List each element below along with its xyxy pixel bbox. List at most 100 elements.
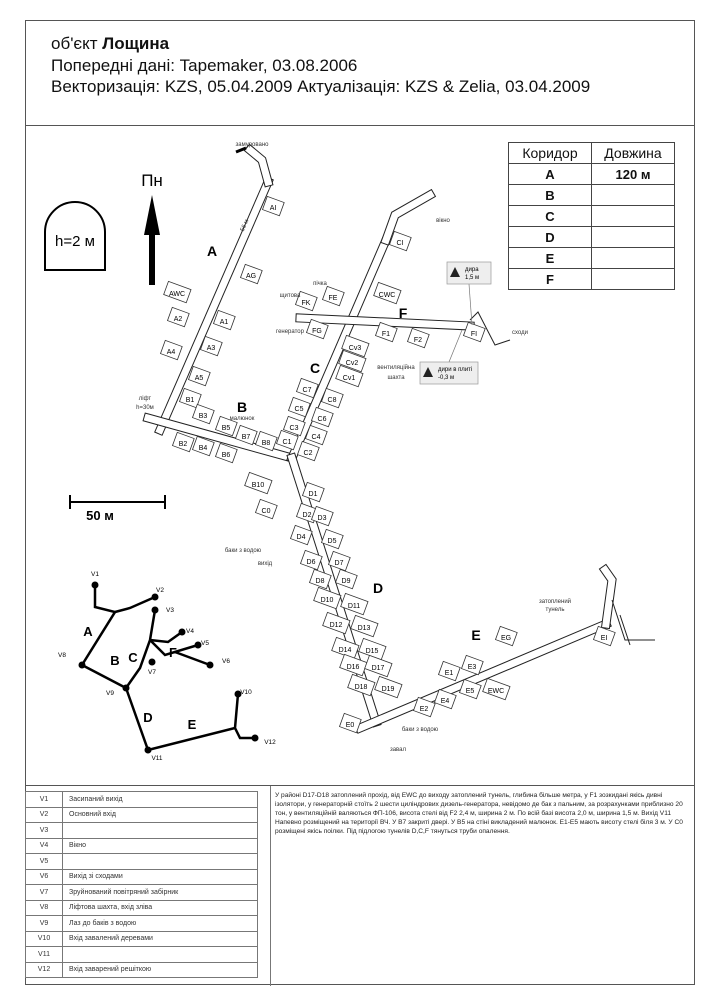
room-f2: F2	[406, 327, 430, 349]
legend-row: V5	[25, 853, 258, 870]
stairs-e	[611, 599, 655, 646]
legend-key: V5	[25, 853, 63, 870]
room-d9: D9	[334, 568, 358, 590]
room-fe: FE	[321, 285, 345, 307]
vertex-label: V3	[166, 607, 174, 614]
legend-value: Ліфтова шахта, вхід зліва	[62, 899, 258, 916]
room-fi: FI	[462, 321, 486, 343]
legend-row: V3	[25, 822, 258, 839]
room-label: E0	[346, 722, 355, 729]
legend-value: Вихід зі сходами	[62, 868, 258, 885]
length-cell	[591, 268, 675, 290]
vertex-label: V9	[106, 690, 114, 697]
room-d12: D12	[322, 611, 351, 635]
room-e1: E1	[437, 660, 461, 682]
corridor-letter-e: E	[471, 627, 480, 643]
room-d14: D14	[331, 636, 360, 660]
vertex-v5	[194, 641, 202, 649]
schematic-edge	[124, 609, 157, 689]
room-label: F1	[382, 331, 390, 338]
vectorization-info: Векторизація: KZS, 05.04.2009 Актуалізац…	[51, 77, 591, 96]
corridor-letter-c: C	[310, 360, 320, 376]
legend-value: Засипаний вихід	[62, 791, 258, 808]
room-c4: C4	[304, 424, 328, 446]
room-label: B8	[262, 440, 271, 447]
map-annotation: пічка	[313, 281, 327, 287]
room-c3: C3	[282, 415, 306, 437]
room-label: D5	[328, 538, 337, 545]
room-label: A2	[174, 316, 183, 323]
room-b5: B5	[214, 415, 238, 437]
map-sheet-frame	[25, 20, 695, 985]
room-label: FG	[312, 328, 322, 335]
legend-key: V2	[25, 806, 63, 823]
schematic-letter: E	[188, 717, 197, 732]
corridor-ci-entrance	[380, 188, 437, 246]
vertex-v11	[144, 746, 152, 754]
room-label: C4	[312, 434, 321, 441]
room-label: B3	[199, 413, 208, 420]
room-d4: D4	[289, 524, 313, 546]
map-annotation: генератор	[276, 329, 305, 335]
schematic-letter: F	[169, 645, 177, 660]
map-annotation: тунель	[546, 607, 565, 613]
vertex-v12	[251, 734, 259, 742]
corridor-cell: C	[508, 205, 592, 227]
room-label: C3	[290, 425, 299, 432]
stairs-f	[469, 311, 511, 346]
room-label: E3	[468, 664, 477, 671]
room-a4: A4	[159, 339, 183, 361]
map-annotation: щитова	[280, 293, 301, 299]
room-c8: C8	[320, 387, 344, 409]
rooms: AIAGAWCA1A2A3A4A5B1B2B3B4B5B6B7B8B10CIFK…	[159, 195, 616, 734]
room-d11: D11	[340, 592, 369, 616]
room-label: B1	[186, 397, 195, 404]
room-label: D12	[330, 622, 343, 629]
room-label: B7	[242, 434, 251, 441]
vertex-v4	[178, 628, 186, 636]
room-label: D15	[366, 648, 379, 655]
room-a3: A3	[199, 335, 223, 357]
corridor-letter-f: F	[399, 305, 408, 321]
room-e5: E5	[458, 678, 482, 700]
vertex-v1	[91, 581, 99, 589]
room-c2: C2	[296, 440, 320, 462]
room-b7: B7	[234, 424, 258, 446]
room-d3: D3	[310, 505, 334, 527]
room-cwc: CWC	[373, 281, 402, 305]
north-arrow-icon: Пн	[141, 171, 163, 285]
room-label: E5	[466, 688, 475, 695]
callout-line2: -0,3 м	[438, 375, 454, 381]
length-cell: 120 м	[591, 163, 675, 185]
room-label: AI	[270, 205, 277, 212]
room-d6: D6	[299, 549, 323, 571]
room-label: A1	[220, 319, 229, 326]
room-label: FE	[329, 295, 338, 302]
north-label: Пн	[141, 171, 163, 190]
room-label: E4	[441, 698, 450, 705]
preliminary-data: Попередні дані: Tapemaker, 03.08.2006	[51, 56, 358, 75]
room-d19: D19	[374, 675, 403, 699]
vertex-label: V1	[91, 571, 99, 578]
room-d8: D8	[308, 568, 332, 590]
schematic-edge	[114, 595, 156, 614]
room-awc: AWC	[163, 280, 192, 304]
corridors	[142, 143, 655, 734]
room-label: D11	[348, 603, 360, 610]
room-label: D8	[316, 578, 325, 585]
room-a2: A2	[166, 306, 190, 328]
room-label: A3	[207, 345, 216, 352]
room-label: D1	[309, 491, 318, 498]
room-label: B10	[252, 482, 265, 489]
legend-value	[62, 822, 258, 839]
vertex-label: V12	[264, 739, 276, 746]
room-label: EG	[501, 635, 511, 642]
map-annotation: h=30м	[136, 405, 154, 411]
length-cell	[591, 184, 675, 206]
schematic-edge	[149, 639, 211, 667]
notes-text: У районі D17-D18 затоплений прохід, від …	[275, 792, 683, 835]
